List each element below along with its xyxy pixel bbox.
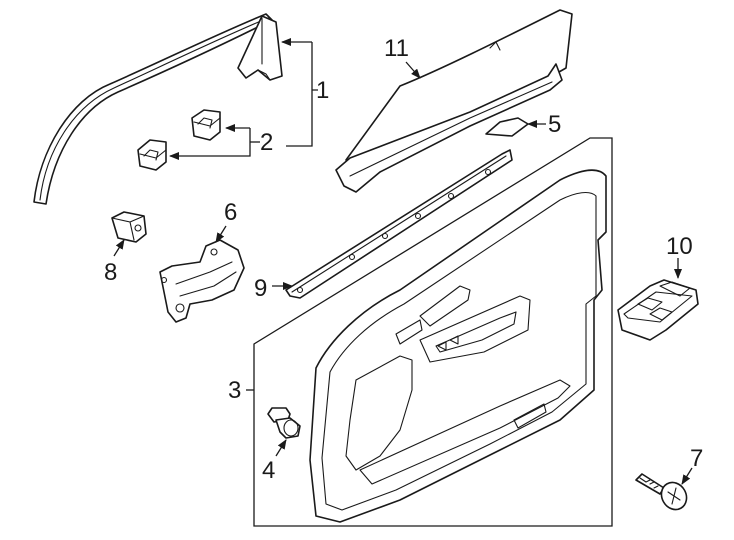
callout-2: 2 [260, 129, 273, 156]
part-8-bolt-clip [111, 211, 147, 243]
part-6-handle-bracket [159, 239, 245, 323]
callout-3: 3 [228, 377, 241, 404]
leader-7 [681, 467, 693, 485]
part-4-push-clip [267, 407, 301, 439]
part-5-pad [485, 117, 529, 137]
callout-4: 4 [262, 457, 275, 484]
part-2-clip-upper [191, 109, 221, 141]
part-7-screw [635, 473, 688, 511]
part-1-window-channel [33, 13, 283, 205]
callout-5: 5 [548, 111, 561, 138]
leader-4 [275, 439, 287, 457]
leader-8 [113, 239, 125, 257]
callout-8: 8 [104, 259, 117, 286]
callout-7: 7 [690, 445, 703, 472]
part-11-door-glass [335, 9, 573, 193]
callout-1: 1 [316, 77, 329, 104]
callout-6: 6 [224, 199, 237, 226]
part-3-door-trim-panel [309, 169, 607, 523]
callout-11: 11 [384, 35, 409, 62]
part-10-window-switch [617, 279, 699, 341]
leader-2-lower [169, 128, 251, 160]
part-3-frame [253, 137, 613, 527]
callout-9: 9 [254, 275, 267, 302]
callout-10: 10 [666, 233, 693, 260]
leader-lines [113, 38, 693, 485]
part-2-clip-lower [137, 139, 167, 171]
leader-1-bracket [286, 42, 318, 147]
leader-11 [405, 61, 421, 79]
part-9-molding-strip [285, 149, 513, 299]
leader-6 [215, 225, 227, 243]
